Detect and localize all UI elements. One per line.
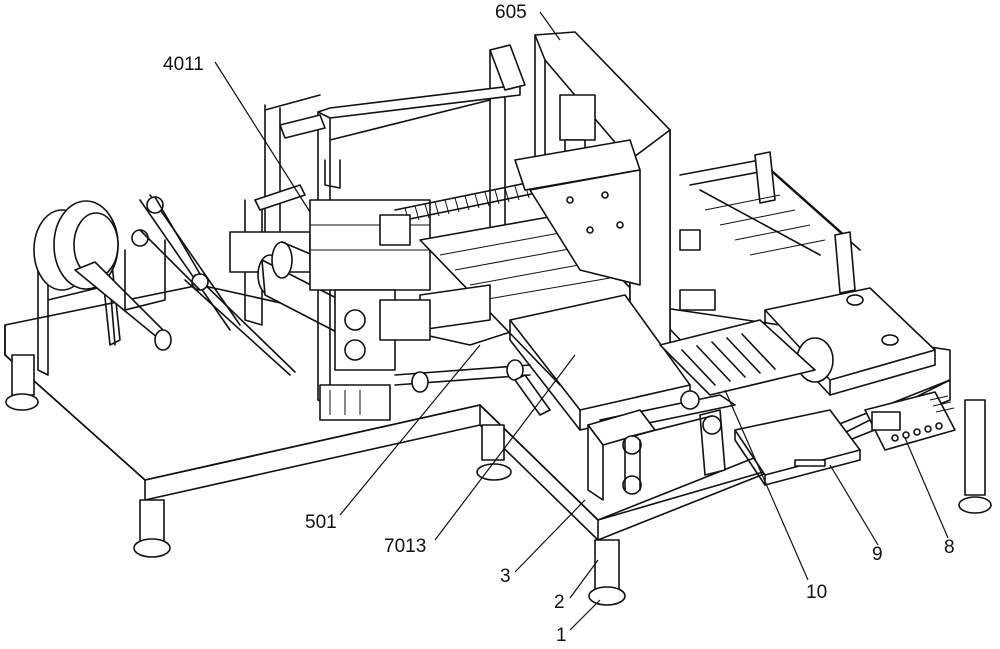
leader-10 [724, 389, 809, 581]
leader-8 [904, 437, 949, 539]
label-501: 501 [305, 512, 337, 533]
leader-lines [214, 11, 949, 631]
leader-501 [339, 344, 481, 516]
table-legs [5, 354, 992, 606]
press-frame-605 [514, 31, 671, 346]
press-platen [764, 287, 936, 396]
label-4011: 4011 [163, 54, 204, 75]
tension-rollers [124, 194, 296, 376]
leader-9 [829, 464, 879, 546]
foot-part-1 [588, 586, 626, 606]
middle-frame [279, 44, 526, 406]
label-7013: 7013 [384, 536, 426, 557]
pipe-fittings [319, 359, 551, 421]
label-605: 605 [495, 2, 527, 23]
label-2: 2 [554, 592, 565, 613]
blade-plate [659, 319, 816, 396]
rear-right-frame [679, 151, 861, 311]
leader-4011 [214, 61, 311, 213]
label-10: 10 [806, 582, 827, 603]
leader-3 [514, 499, 586, 573]
leader-1 [569, 599, 601, 631]
leader-7013 [434, 354, 576, 541]
unwind-roll [33, 200, 172, 376]
label-3: 3 [500, 566, 511, 587]
leg-part-2 [594, 539, 620, 591]
leader-605 [539, 11, 561, 41]
label-8: 8 [944, 537, 955, 558]
part-labels: 605 4011 501 7013 3 2 1 10 9 8 [163, 2, 955, 646]
label-1: 1 [556, 625, 567, 646]
collection-tray-9 [734, 409, 861, 486]
belt-guard [587, 390, 726, 501]
control-panel-8 [864, 391, 956, 451]
label-9: 9 [872, 544, 883, 565]
leader-2 [569, 559, 599, 599]
